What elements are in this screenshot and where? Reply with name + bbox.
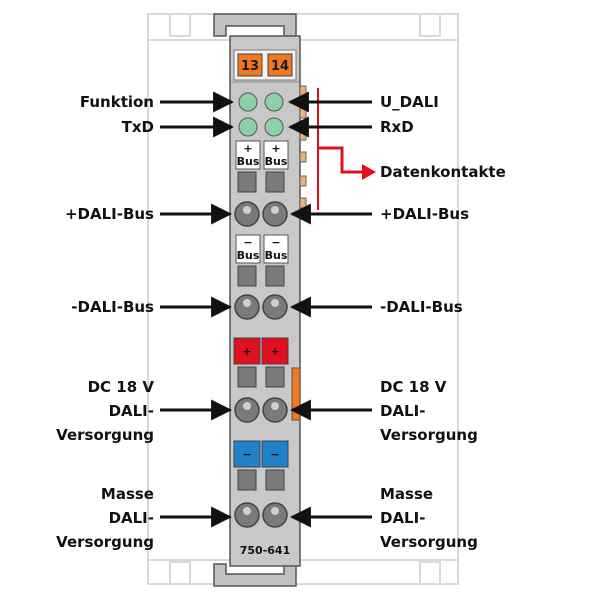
- background-outline: [147, 13, 459, 585]
- blue-minus-sign-2: −: [270, 448, 279, 461]
- right-labels: U_DALI RxD Datenkontakte +DALI-Bus -DALI…: [380, 93, 506, 551]
- led-rxd: [264, 117, 284, 137]
- label-rxd: RxD: [380, 118, 414, 136]
- bus-minus-sign-1: −: [243, 236, 252, 249]
- red-plus-sign-2: +: [270, 345, 279, 358]
- bus-plus-sign-2: +: [271, 142, 280, 155]
- red-plus-markers: + +: [233, 337, 289, 365]
- red-plus-sign-1: +: [242, 345, 251, 358]
- label-right-dc-line2: DALI-: [380, 402, 425, 420]
- label-right-dc-line3: Versorgung: [380, 426, 478, 444]
- label-datenkontakte: Datenkontakte: [380, 163, 506, 181]
- label-txd: TxD: [122, 118, 154, 136]
- label-left-dc-line1: DC 18 V: [88, 378, 155, 396]
- label-left-dc-line2: DALI-: [109, 402, 154, 420]
- blue-minus-sign-1: −: [242, 448, 251, 461]
- bus-minus-text-1: Bus: [237, 249, 260, 262]
- bus-plus-text-2: Bus: [265, 155, 288, 168]
- wire-entry-highlights: [243, 206, 279, 515]
- blue-minus-markers: − −: [233, 440, 289, 468]
- label-left-masse-line3: Versorgung: [56, 533, 154, 551]
- left-arrows: [160, 91, 235, 528]
- label-right-dali-bus-minus: -DALI-Bus: [380, 298, 463, 316]
- led-u-dali: [264, 92, 284, 112]
- bus-plus-labels: + + Bus Bus: [235, 140, 289, 170]
- label-left-masse-line2: DALI-: [109, 509, 154, 527]
- label-funktion: Funktion: [80, 93, 154, 111]
- led-number-14: 14: [271, 59, 289, 74]
- label-u-dali: U_DALI: [380, 93, 439, 111]
- orange-side-contact: [291, 367, 301, 421]
- top-clip: [213, 13, 297, 37]
- bus-minus-labels: − − Bus Bus: [235, 234, 289, 264]
- bus-minus-text-2: Bus: [265, 249, 288, 262]
- bus-plus-text-1: Bus: [237, 155, 260, 168]
- led-txd: [238, 117, 258, 137]
- label-right-masse-line3: Versorgung: [380, 533, 478, 551]
- led-funktion: [238, 92, 258, 112]
- bus-minus-sign-2: −: [271, 236, 280, 249]
- right-arrows: [287, 91, 372, 528]
- left-labels: Funktion TxD +DALI-Bus -DALI-Bus DC 18 V…: [56, 93, 154, 551]
- label-right-dc-line1: DC 18 V: [380, 378, 447, 396]
- label-left-masse-line1: Masse: [101, 485, 154, 503]
- led-number-13: 13: [241, 59, 259, 74]
- module-number: 750-641: [240, 544, 291, 557]
- label-left-dc-line3: Versorgung: [56, 426, 154, 444]
- release-slots: [237, 171, 285, 491]
- label-right-dali-bus-plus: +DALI-Bus: [380, 205, 469, 223]
- data-contacts: [299, 85, 307, 209]
- status-leds: [238, 92, 284, 137]
- led-number-window: 13 14: [233, 49, 297, 81]
- datenkontakte-arrow: [317, 88, 376, 210]
- bottom-clip: [213, 563, 297, 587]
- label-left-dali-bus-plus: +DALI-Bus: [65, 205, 154, 223]
- label-left-dali-bus-minus: -DALI-Bus: [71, 298, 154, 316]
- label-right-masse-line1: Masse: [380, 485, 433, 503]
- label-right-masse-line2: DALI-: [380, 509, 425, 527]
- bus-plus-sign-1: +: [243, 142, 252, 155]
